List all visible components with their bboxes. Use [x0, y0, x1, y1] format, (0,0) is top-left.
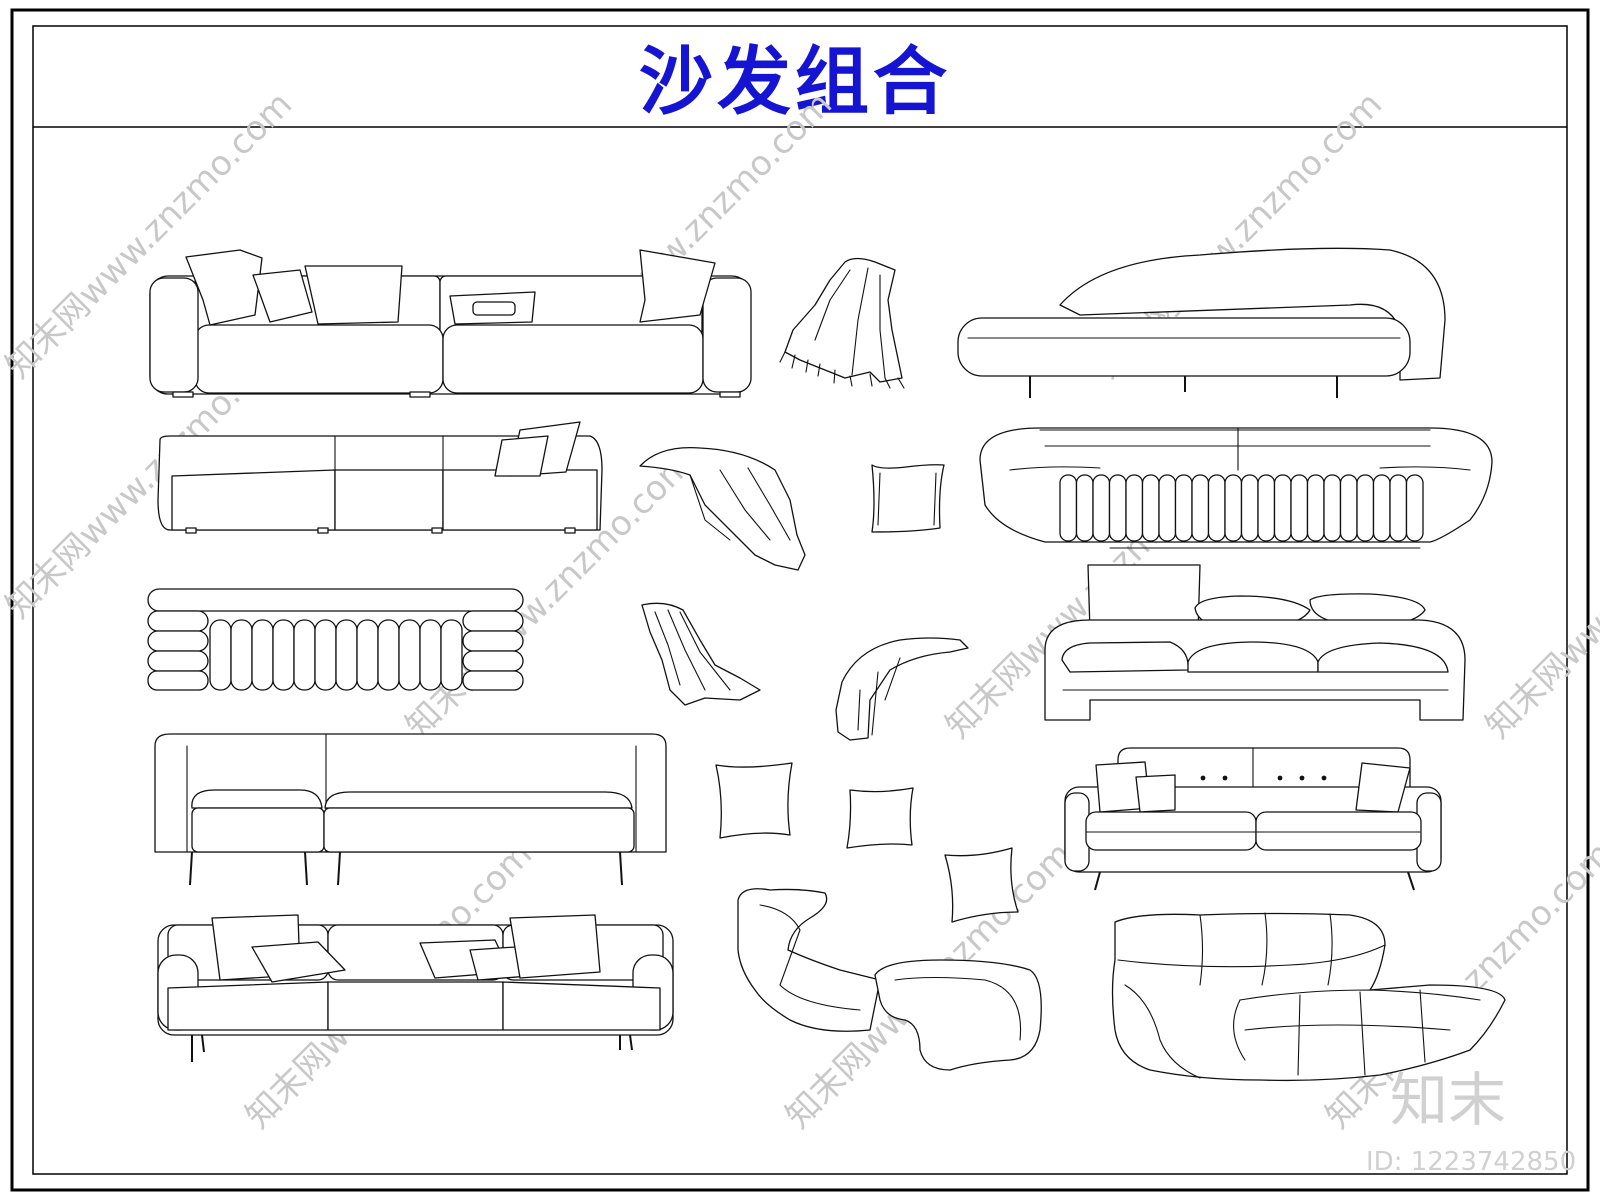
page-title: 沙发组合: [639, 39, 951, 125]
watermark-text: 知末网www.znzmo.com: [1478, 444, 1600, 746]
ribbed-rib: [1092, 474, 1111, 542]
sofa-channel-tufted: [147, 588, 524, 691]
ribbed-rib: [1174, 474, 1193, 542]
sofa-lounge-back-pillows: [1044, 564, 1466, 721]
ribbed-rib: [1372, 474, 1391, 542]
tufted-rib: [419, 619, 442, 691]
ribbed-rib: [1158, 474, 1177, 542]
sofa-ribbed-curved: [979, 427, 1493, 549]
ribbed-rib: [1059, 474, 1078, 542]
ribbed-rib: [1405, 474, 1424, 542]
ribbed-rib: [1108, 474, 1127, 542]
ribbed-rib: [1356, 474, 1375, 542]
ribbed-rib: [1273, 474, 1292, 542]
ribbed-rib: [1257, 474, 1276, 542]
tufted-rib: [398, 619, 421, 691]
tufted-rib: [314, 619, 337, 691]
sofa-puffy-low: [1111, 912, 1506, 1082]
ribbed-rib: [1290, 474, 1309, 542]
sofa-rounded-three-seat: [157, 421, 603, 534]
sofa-low-back-legs: [154, 733, 667, 886]
ribbed-rib: [1339, 474, 1358, 542]
watermark-logo: 知末: [1390, 1066, 1506, 1134]
throw-blanket-hanging: [779, 257, 905, 389]
ribbed-rib: [1207, 474, 1226, 542]
lounge-chair-ottoman: [737, 888, 1042, 1071]
throw-blanket-draped: [639, 446, 806, 571]
cushion-small-2: [715, 762, 793, 839]
ribbed-rib: [1075, 474, 1094, 542]
ribbed-rib: [1141, 474, 1160, 542]
tufted-rib: [377, 619, 400, 691]
cushion-small-3: [846, 787, 914, 849]
tufted-rib: [356, 619, 379, 691]
ribbed-rib: [1191, 474, 1210, 542]
throw-blanket-folded: [641, 602, 761, 706]
sofa-button-back: [1064, 747, 1442, 891]
tufted-rib: [440, 619, 463, 691]
tufted-rib: [335, 619, 358, 691]
tufted-rib: [251, 619, 274, 691]
sofa-modular-pillows: [149, 249, 752, 398]
tufted-rib: [209, 619, 232, 691]
cushion-small-1: [871, 464, 945, 533]
sofa-curved-chaise: [957, 247, 1446, 398]
tufted-rib: [293, 619, 316, 691]
outer-frame: [10, 8, 1590, 1192]
inner-frame: [32, 25, 1568, 1175]
ribbed-rib: [1389, 474, 1408, 542]
throw-blanket-curled: [835, 637, 969, 741]
cushion-small-4: [944, 847, 1019, 923]
ribbed-rib: [1323, 474, 1342, 542]
tufted-rib: [272, 619, 295, 691]
ribbed-rib: [1125, 474, 1144, 542]
drawing-id: ID: 1223742850: [1366, 1147, 1576, 1177]
sofa-three-cushion-pillows: [157, 914, 674, 1062]
ribbed-rib: [1224, 474, 1243, 542]
tufted-rib: [230, 619, 253, 691]
ribbed-rib: [1306, 474, 1325, 542]
ribbed-rib: [1240, 474, 1259, 542]
